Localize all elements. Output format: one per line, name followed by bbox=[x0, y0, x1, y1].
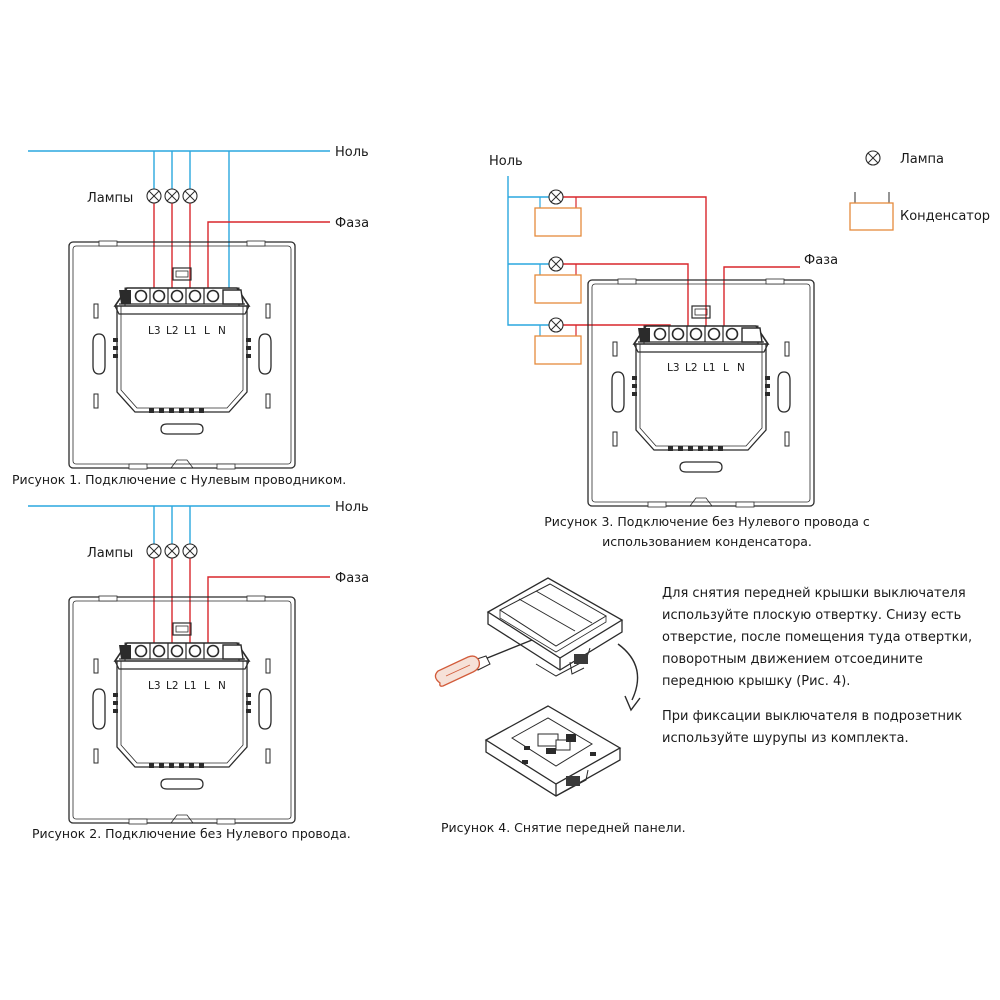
neutral-label: Ноль bbox=[335, 145, 369, 160]
switch-base-drawing bbox=[484, 705, 622, 797]
instructions: Для снятия передней крышки выключателя и… bbox=[662, 586, 972, 746]
switch-plate bbox=[68, 240, 296, 470]
lamp-icon bbox=[146, 188, 162, 204]
phase-line bbox=[207, 576, 330, 651]
lamp-icon bbox=[164, 188, 180, 204]
figure-2-caption: Рисунок 2. Подключение без Нулевого пров… bbox=[32, 826, 351, 841]
terminal-label-l: L bbox=[723, 362, 729, 374]
terminal-label-l2: L2 bbox=[685, 362, 698, 374]
capacitor-icon bbox=[534, 274, 582, 304]
switch-front-panel-drawing bbox=[486, 577, 624, 677]
terminal-label-n: N bbox=[218, 325, 226, 337]
terminal-label-n: N bbox=[218, 680, 226, 692]
figure-3-caption-line1: Рисунок 3. Подключение без Нулевого пров… bbox=[544, 514, 870, 529]
lamp-icon bbox=[164, 543, 180, 559]
instructions-line: переднюю крышку (Рис. 4). bbox=[662, 674, 850, 689]
capacitor-icon bbox=[534, 207, 582, 237]
legend-capacitor-label: Конденсатор bbox=[900, 209, 990, 224]
figure-1: Ноль Лампы Фаза L3 L2 L1 L N Рисунок 1. … bbox=[12, 145, 369, 487]
lamp-icon bbox=[182, 188, 198, 204]
instructions-line: используйте плоскую отвертку. Снизу есть bbox=[662, 608, 961, 623]
terminal-label-l1: L1 bbox=[703, 362, 716, 374]
terminal-label-l3: L3 bbox=[148, 680, 161, 692]
instructions-line: поворотным движением отсоедините bbox=[662, 652, 923, 667]
figure-1-caption: Рисунок 1. Подключение с Нулевым проводн… bbox=[12, 472, 346, 487]
screwdriver-icon bbox=[434, 639, 533, 687]
figure-4: Рисунок 4. Снятие передней панели. bbox=[434, 577, 686, 835]
phase-label: Фаза bbox=[335, 571, 369, 586]
terminal-label-l1: L1 bbox=[184, 325, 197, 337]
figure-3-caption-line2: использованием конденсатора. bbox=[602, 534, 812, 549]
terminal-label-l3: L3 bbox=[148, 325, 161, 337]
legend-lamp-icon bbox=[865, 150, 881, 166]
lamp-icon bbox=[548, 189, 564, 205]
phase-label: Фаза bbox=[335, 216, 369, 231]
terminal-label-l: L bbox=[204, 680, 210, 692]
terminal-label-l: L bbox=[204, 325, 210, 337]
terminal-label-l2: L2 bbox=[166, 680, 179, 692]
instructions-line: При фиксации выключателя в подрозетник bbox=[662, 709, 962, 724]
neutral-line bbox=[507, 176, 552, 326]
rotate-arrow-icon bbox=[617, 643, 639, 701]
neutral-label: Ноль bbox=[489, 154, 523, 169]
figure-3: Ноль Фаза L3 L2 L1 L N Лампа Конденсатор… bbox=[489, 150, 990, 549]
lamp-icon bbox=[146, 543, 162, 559]
terminal-label-l3: L3 bbox=[667, 362, 680, 374]
instructions-line: используйте шурупы из комплекта. bbox=[662, 731, 909, 746]
legend-lamp-label: Лампа bbox=[900, 152, 944, 167]
capacitor-icon bbox=[534, 335, 582, 365]
lamp-icon bbox=[182, 543, 198, 559]
instructions-line: Для снятия передней крышки выключателя bbox=[662, 586, 966, 601]
lamp-icon bbox=[548, 256, 564, 272]
lamps-label: Лампы bbox=[87, 546, 133, 561]
figure-4-caption: Рисунок 4. Снятие передней панели. bbox=[441, 820, 686, 835]
phase-label: Фаза bbox=[804, 253, 838, 268]
terminal-label-l2: L2 bbox=[166, 325, 179, 337]
legend-capacitor-icon bbox=[849, 202, 894, 231]
terminal-label-l1: L1 bbox=[184, 680, 197, 692]
phase-line bbox=[723, 266, 800, 340]
neutral-label: Ноль bbox=[335, 500, 369, 515]
figure-2: Ноль Лампы Фаза L3 L2 L1 L N Рисунок 2. … bbox=[28, 500, 369, 841]
switch-plate bbox=[68, 595, 296, 825]
switch-plate bbox=[587, 278, 815, 508]
lamp-icon bbox=[548, 317, 564, 333]
terminal-label-n: N bbox=[737, 362, 745, 374]
phase-line bbox=[207, 221, 330, 296]
lamps-label: Лампы bbox=[87, 191, 133, 206]
instructions-line: отверстие, после помещения туда отвертки… bbox=[662, 630, 972, 645]
